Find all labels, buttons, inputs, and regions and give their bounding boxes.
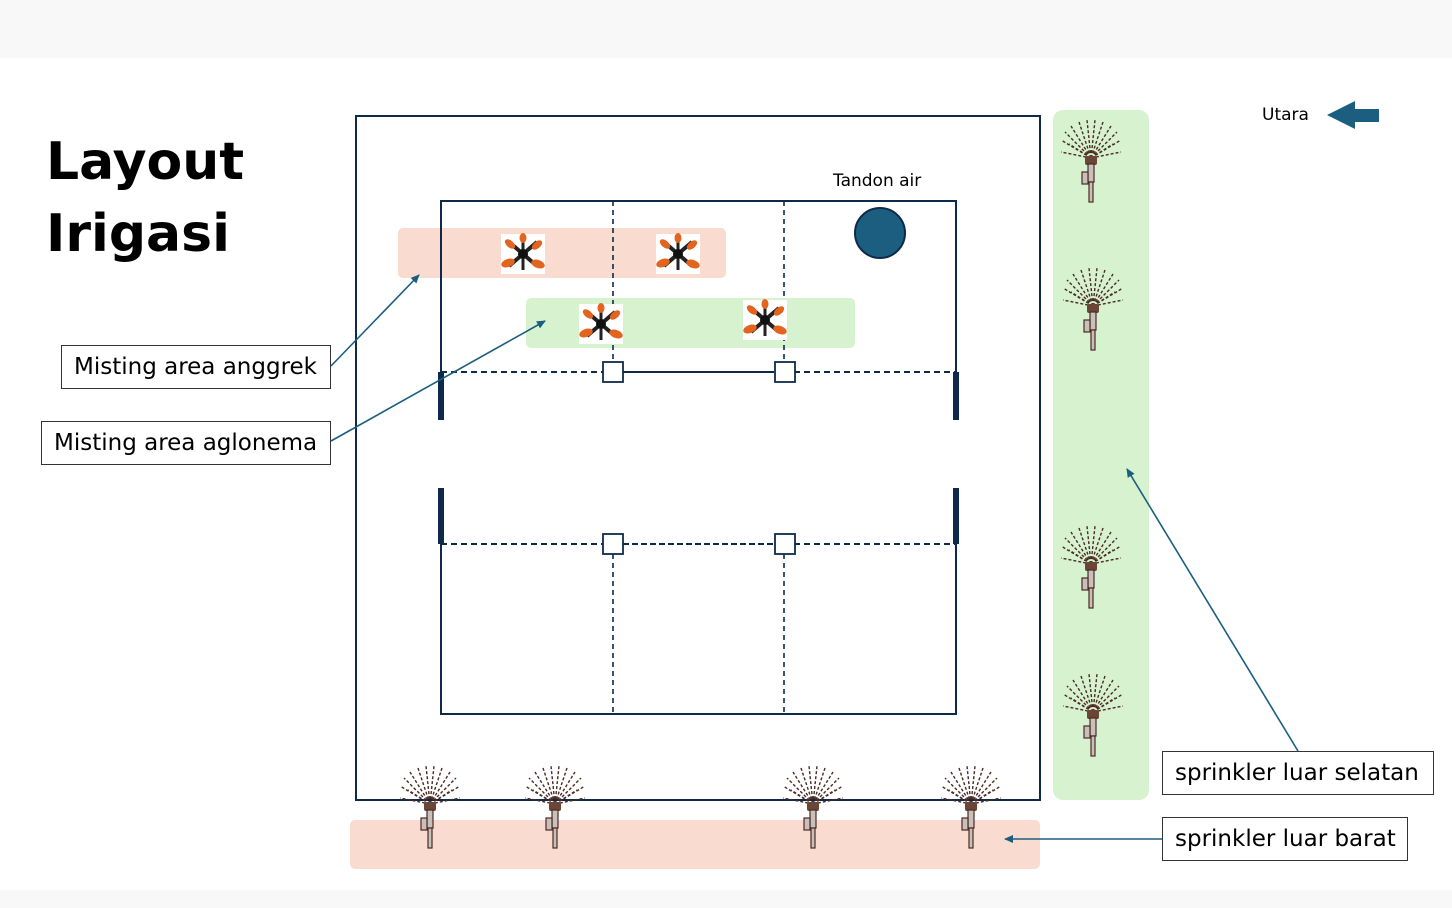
callout-arrow-aglonema [330,320,546,442]
valve-box-icon [774,533,796,555]
top-strip [0,0,1452,58]
arrow-left-icon [1327,101,1379,129]
callout-arrow-selatan [1126,468,1299,752]
greenhouse-upper [438,200,959,420]
label-sprinkler-selatan: sprinkler luar selatan [1162,751,1434,795]
misting-zone-aglonema [526,298,855,348]
title-line-2: Irigasi [46,204,230,264]
valve-box-icon [602,361,624,383]
sprinkler-zone-selatan [1053,110,1149,800]
greenhouse-lower [438,488,959,715]
outer-boundary [355,115,1041,801]
label-misting-aglonema: Misting area aglonema [41,421,331,465]
page-title: Layout Irigasi [46,126,244,270]
valve-box-icon [602,533,624,555]
misting-zone-anggrek [398,228,726,278]
mist-nozzle-icon [740,297,790,342]
mist-nozzle-icon [576,301,626,346]
sprinkler-zone-barat [350,820,1040,869]
callout-arrow-anggrek [330,274,420,367]
label-north: Utara [1262,105,1309,125]
label-tandon-air: Tandon air [833,171,922,191]
water-tank-icon [854,207,906,259]
valve-box-icon [774,361,796,383]
label-misting-anggrek: Misting area anggrek [61,345,331,389]
mist-nozzle-icon [653,231,703,276]
title-line-1: Layout [46,132,245,192]
mist-nozzle-icon [498,231,548,276]
bottom-strip [0,890,1452,908]
label-sprinkler-barat: sprinkler luar barat [1162,817,1408,861]
